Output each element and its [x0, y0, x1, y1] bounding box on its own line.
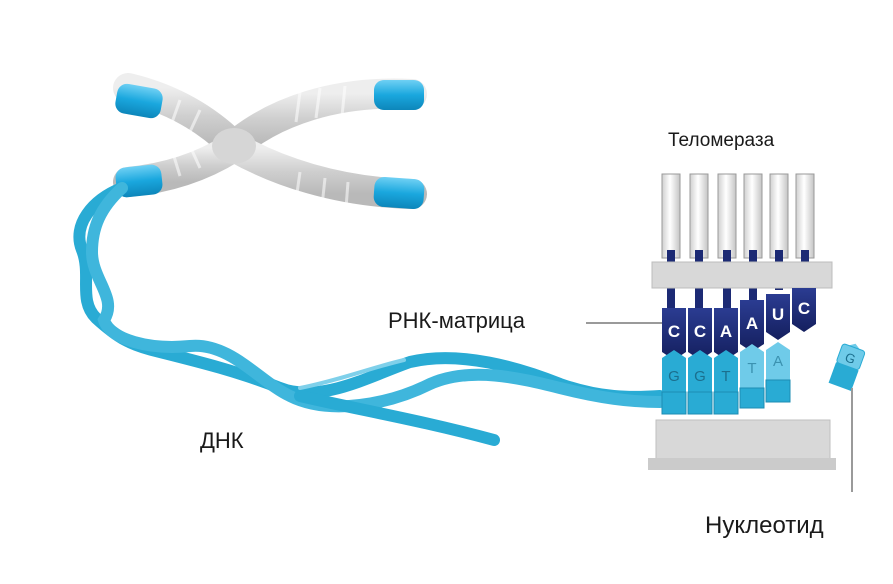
rna-base-6: C	[798, 299, 810, 318]
dna-backbone	[661, 379, 791, 415]
dna-strand-a	[73, 182, 666, 403]
rna-base-2: C	[694, 322, 706, 341]
rna-base-1: C	[668, 322, 680, 341]
telomerase-tubes	[661, 173, 815, 259]
dna-base-4: T	[747, 360, 756, 377]
telomerase-top-bar	[651, 261, 833, 289]
dna-bases: G G T T A	[662, 342, 790, 394]
rna-base-5: U	[772, 305, 784, 324]
dna-base-5: A	[773, 353, 783, 370]
telomerase-complex: C C A A U C G G T T A	[648, 173, 836, 470]
rna-base-4: A	[746, 314, 758, 333]
incoming-base-letter: G	[843, 349, 858, 367]
telomerase-label: Теломераза	[668, 130, 775, 151]
telomere-cap-lower-right	[373, 176, 425, 210]
incoming-nucleotide: G	[828, 343, 866, 392]
dna-label: ДНК	[200, 428, 244, 453]
dna-helix	[73, 182, 666, 446]
rna-template: C C A A U C	[662, 288, 816, 360]
centromere	[212, 128, 256, 164]
telomerase-base-block	[655, 419, 831, 461]
telomere-cap-upper-left	[115, 83, 163, 119]
nucleotide-label: Нуклеотид	[705, 512, 824, 539]
dna-base-1: G	[668, 368, 680, 385]
dna-base-3: T	[721, 368, 730, 385]
chromosome	[113, 73, 427, 210]
dna-base-2: G	[694, 368, 706, 385]
dna-tail	[294, 390, 500, 446]
telomerase-base-plate	[648, 458, 836, 470]
dna-strand-b	[85, 182, 666, 413]
rna-base-3: A	[720, 322, 732, 341]
telomere-cap-upper-right	[374, 80, 424, 110]
rna-template-label: РНК-матрица	[388, 308, 526, 333]
